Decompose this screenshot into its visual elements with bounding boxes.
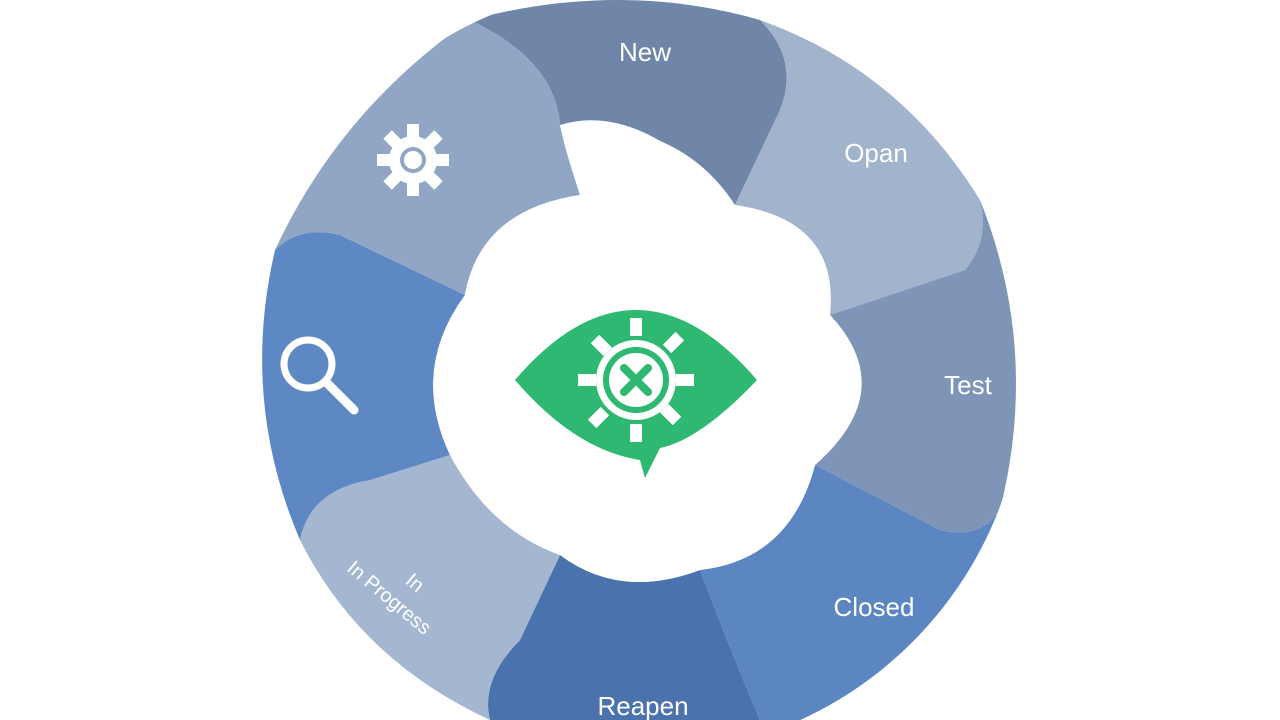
segment-review (262, 232, 465, 540)
gear-icon (377, 124, 449, 196)
label-closed: Closed (834, 592, 915, 622)
segment-reopen (488, 555, 820, 720)
segment-new (470, 0, 787, 205)
magnifier-icon (280, 336, 359, 415)
label-reopen: Reapen (597, 691, 688, 720)
bug-eye-icon (515, 310, 757, 478)
label-new: New (619, 37, 671, 67)
segment-open (735, 20, 983, 315)
close-x (620, 364, 652, 396)
wheel-segments (262, 0, 1016, 720)
segment-in-progress (300, 455, 560, 720)
label-open: Opan (844, 138, 908, 168)
segment-test (815, 200, 1016, 533)
label-test: Test (944, 370, 992, 400)
segment-closed (700, 465, 1000, 720)
